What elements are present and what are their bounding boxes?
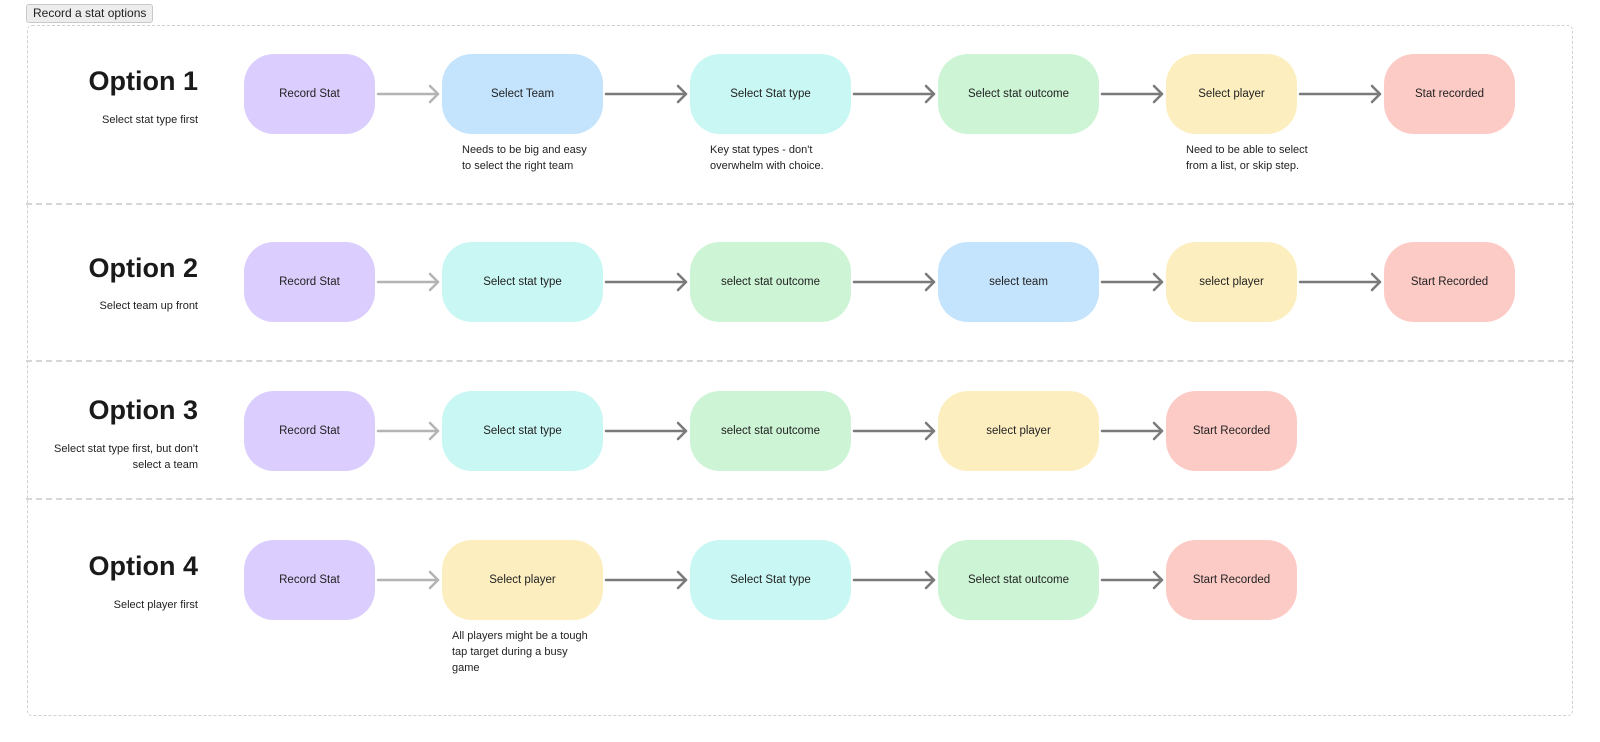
- step-node-select-stat-type[interactable]: Select Stat type: [690, 540, 851, 620]
- step-node-start-recorded[interactable]: Start Recorded: [1384, 242, 1515, 322]
- step-node-select-stat-outcome[interactable]: Select stat outcome: [938, 54, 1099, 134]
- step-node-select-stat-outcome[interactable]: select stat outcome: [690, 391, 851, 471]
- step-node-select-team[interactable]: Select Team: [442, 54, 603, 134]
- step-node-select-stat-type[interactable]: Select stat type: [442, 242, 603, 322]
- option-title: Option 2: [88, 253, 199, 283]
- step-node-select-player[interactable]: Select player: [1166, 54, 1297, 134]
- row-divider: [26, 203, 1574, 205]
- step-node-select-player[interactable]: Select player: [442, 540, 603, 620]
- step-node-select-stat-outcome[interactable]: select stat outcome: [690, 242, 851, 322]
- step-node-start-recorded[interactable]: Start Recorded: [1166, 540, 1297, 620]
- step-node-select-player[interactable]: select player: [938, 391, 1099, 471]
- step-node-record-stat[interactable]: Record Stat: [244, 54, 375, 134]
- step-node-record-stat[interactable]: Record Stat: [244, 242, 375, 322]
- option-title: Option 3: [88, 395, 199, 425]
- option-title: Option 1: [88, 66, 199, 96]
- step-node-select-stat-outcome[interactable]: Select stat outcome: [938, 540, 1099, 620]
- step-node-select-player[interactable]: select player: [1166, 242, 1297, 322]
- row-divider: [26, 360, 1574, 362]
- step-node-start-recorded[interactable]: Start Recorded: [1166, 391, 1297, 471]
- step-node-select-stat-type[interactable]: Select Stat type: [690, 54, 851, 134]
- option-subtitle: Select player first: [113, 599, 198, 611]
- option-subtitle: Select stat type first, but don't select…: [54, 443, 198, 471]
- step-note: Key stat types - don't overwhelm with ch…: [710, 144, 824, 172]
- board-frame: [27, 25, 1573, 716]
- step-node-select-stat-type[interactable]: Select stat type: [442, 391, 603, 471]
- option-subtitle: Select stat type first: [102, 114, 198, 126]
- step-node-record-stat[interactable]: Record Stat: [244, 540, 375, 620]
- frame-label[interactable]: Record a stat options: [26, 4, 154, 23]
- step-node-select-team[interactable]: select team: [938, 242, 1099, 322]
- step-node-stat-recorded[interactable]: Stat recorded: [1384, 54, 1515, 134]
- step-note: All players might be a tough tap target …: [452, 630, 588, 674]
- option-subtitle: Select team up front: [99, 300, 198, 312]
- step-node-record-stat[interactable]: Record Stat: [244, 391, 375, 471]
- step-note: Need to be able to select from a list, o…: [1186, 144, 1308, 172]
- row-divider: [26, 498, 1574, 500]
- option-title: Option 4: [88, 551, 199, 581]
- step-note: Needs to be big and easy to select the r…: [462, 144, 587, 172]
